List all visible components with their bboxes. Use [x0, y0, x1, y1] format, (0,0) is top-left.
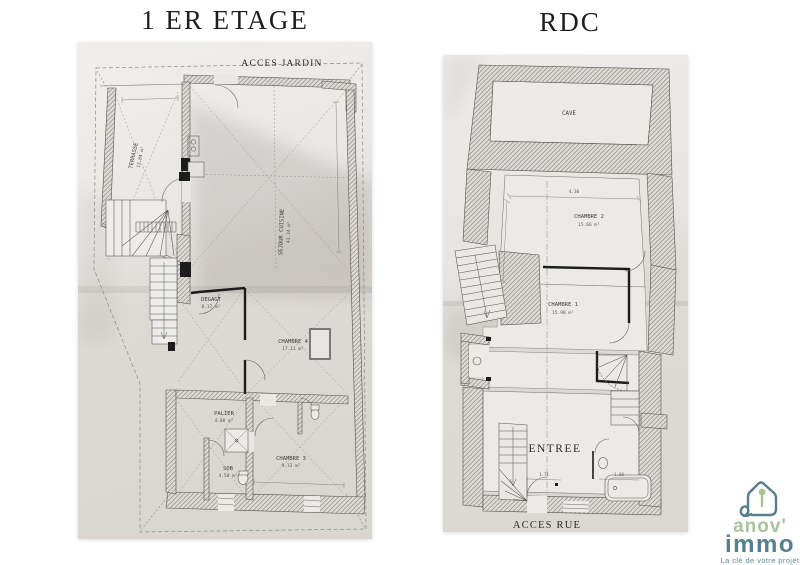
- sejour-area: 43.34 m²: [286, 221, 293, 243]
- bathroom-fixtures: [224, 404, 320, 485]
- partitions-new: [542, 265, 631, 479]
- sdb-area: 4.50 m²: [219, 473, 238, 479]
- room-labels: DEGAGT 8.17 m² CHAMBRE 4 17.11 m² PALIER…: [201, 297, 309, 479]
- kitchen-fixtures: [179, 135, 205, 181]
- roof-slope-lines: [107, 85, 359, 495]
- dim-bottom-right: 1.68: [614, 472, 624, 477]
- door-arcs: [526, 250, 646, 498]
- chambre2-area: 15.66 m²: [578, 222, 600, 228]
- door-arcs: [161, 84, 315, 457]
- paper-shadow-smudge: [188, 102, 372, 297]
- chambre4-name: CHAMBRE 4: [278, 339, 308, 345]
- stairs-straight: [149, 257, 178, 345]
- partitions-new: [190, 286, 247, 394]
- dimension-texts: 4.30 1.71 1.68: [539, 189, 624, 477]
- wall-openings: [469, 337, 590, 513]
- title-first-floor: 1 ER ETAGE: [141, 5, 309, 35]
- entree-name: ENTREE: [528, 443, 581, 455]
- paper-shadow-corner: [443, 55, 488, 125]
- logo-brand-anov: anov': [733, 516, 787, 537]
- logo-key-glyph: [758, 488, 766, 508]
- dimension-lines: [121, 95, 345, 488]
- stairs-winder-upper: [105, 199, 177, 257]
- chambre1-name: CHAMBRE 1: [548, 302, 578, 308]
- stairs-winder-entree: [596, 354, 640, 426]
- title-ground-floor: RDC: [539, 7, 601, 37]
- terrasse-area: 13.84 m²: [136, 146, 146, 168]
- sejour-name: SEJOUR CUISINE: [278, 209, 286, 256]
- roof-outline-dashed: [93, 62, 367, 533]
- stairs-winder-lower: [498, 422, 528, 502]
- ground-floor-drawing: 4.30 1.71 1.68 CAVE CHAMBRE 2 15.66 m² C…: [443, 55, 688, 532]
- terrasse-name: TERRASSE: [128, 142, 139, 169]
- logo-tagline: La clé de votre projet: [720, 556, 800, 565]
- logo-brand-immo: immo: [724, 531, 795, 558]
- degagt-area: 8.17 m²: [202, 304, 221, 310]
- bath-fixtures: [555, 457, 652, 502]
- dim-top-width: 4.30: [569, 189, 580, 194]
- room-labels: CAVE CHAMBRE 2 15.66 m² CHAMBRE 1 15.98 …: [548, 111, 604, 316]
- chambre3-name: CHAMBRE 3: [276, 456, 306, 462]
- cave-name: CAVE: [562, 111, 576, 117]
- access-jardin-label: ACCES JARDIN: [241, 59, 322, 69]
- sheet-ground-floor: 4.30 1.71 1.68 CAVE CHAMBRE 2 15.66 m² C…: [443, 55, 688, 532]
- first-floor-drawing: ACCES JARDIN TERRASSE 13.84 m² SEJOUR CU…: [78, 42, 372, 539]
- palier-name: PALIER: [214, 411, 235, 417]
- access-rue-label: ACCES RUE: [513, 520, 581, 531]
- chambre1-area: 15.98 m²: [552, 310, 574, 316]
- logo-house-key-icon: [739, 481, 778, 518]
- wall-openings: [182, 75, 321, 512]
- sheet-first-floor: ACCES JARDIN TERRASSE 13.84 m² SEJOUR CU…: [78, 42, 372, 539]
- stairs-exterior: [454, 244, 508, 326]
- closet: [309, 328, 331, 360]
- paper-shadow-crease: [443, 305, 513, 365]
- agency-logo: anov' immo La clé de votre projet: [710, 476, 800, 565]
- partition-blocks: [168, 158, 191, 351]
- sdb-name: SDB: [223, 466, 234, 472]
- dim-bottom-left: 1.71: [539, 472, 549, 477]
- degagt-name: DEGAGT: [201, 297, 222, 303]
- dimension-lines: [499, 192, 642, 481]
- chambre2-name: CHAMBRE 2: [574, 214, 604, 220]
- palier-area: 4.08 m²: [215, 418, 234, 424]
- chambre3-area: 9.13 m²: [282, 463, 301, 469]
- chambre4-area: 17.11 m²: [282, 346, 304, 352]
- room-label-terrasse: TERRASSE 13.84 m²: [128, 142, 146, 169]
- room-label-sejour: SEJOUR CUISINE 43.34 m²: [278, 209, 293, 256]
